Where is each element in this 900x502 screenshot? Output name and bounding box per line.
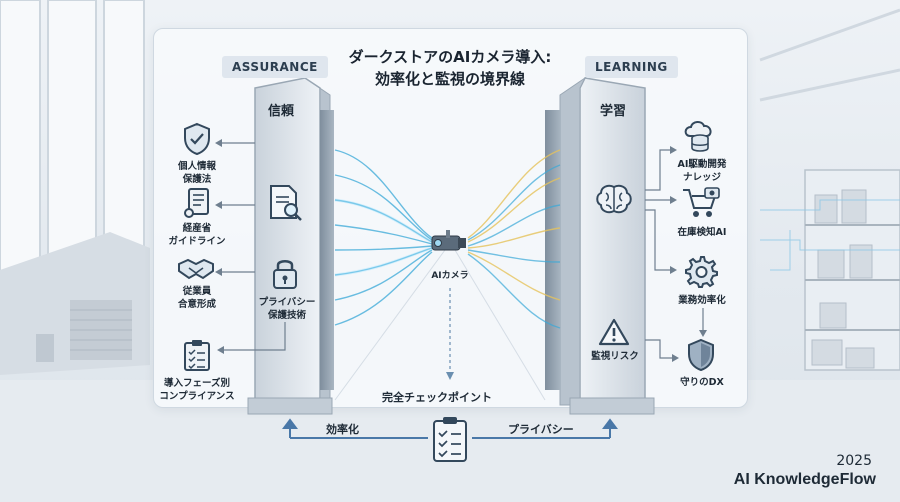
cloud-database-icon [684,121,712,152]
handshake-icon [178,258,214,280]
brain-icon [596,184,632,214]
footer-year: 2025 [836,453,872,469]
efficiency-flow-label: 効率化 [326,423,359,436]
clipboard-checklist-icon [184,340,210,371]
learning-item-inventory-ai: 在庫検知AI [677,227,727,238]
learning-item-efficiency: 業務効率化 [678,295,726,306]
assurance-tag: ASSURANCE [222,56,328,78]
document-search-icon [270,185,302,221]
ai-camera-label: AIカメラ [431,271,469,281]
privacy-flow-label: プライバシー [508,423,574,436]
scroll-icon [184,188,209,218]
checkpoint-label: 完全チェックポイント [382,391,492,404]
learning-item-defensive-dx: 守りのDX [680,377,724,388]
assurance-pillar-label: 信頼 [268,104,295,119]
surveillance-risk-label: 監視リスク [591,351,639,362]
shield-icon [688,338,714,372]
learning-pillar-label: 学習 [600,104,627,119]
left-pillar [247,77,334,415]
gear-icon [685,256,718,288]
privacy-tech-label: プライバシー 保護技術 [258,297,316,321]
footer-brand: AI KnowledgeFlow [733,471,876,488]
assurance-item-phase-compliance: 導入フェーズ別 コンプライアンス [159,378,235,402]
ai-camera-icon [431,230,466,251]
cart-camera-icon [683,187,720,217]
right-pillar [545,76,655,415]
assurance-item-employee-consent: 従業員 合意形成 [177,286,216,310]
page-title: ダークストアのAIカメラ導入: 効率化と監視の境界線 [330,46,570,90]
learning-tag: LEARNING [585,56,678,78]
title-line-2: 効率化と監視の境界線 [374,70,525,88]
checklist-icon [433,417,467,462]
assurance-item-privacy-law: 個人情報 保護法 [177,161,216,185]
shield-check-icon [184,122,210,156]
padlock-icon [273,260,297,289]
title-line-1: ダークストアのAIカメラ導入: [348,48,552,66]
assurance-item-meti-guideline: 経産省 ガイドライン [168,223,226,247]
learning-item-ai-knowledge: AI駆動開発 ナレッジ [677,159,727,183]
warning-icon [598,318,630,346]
